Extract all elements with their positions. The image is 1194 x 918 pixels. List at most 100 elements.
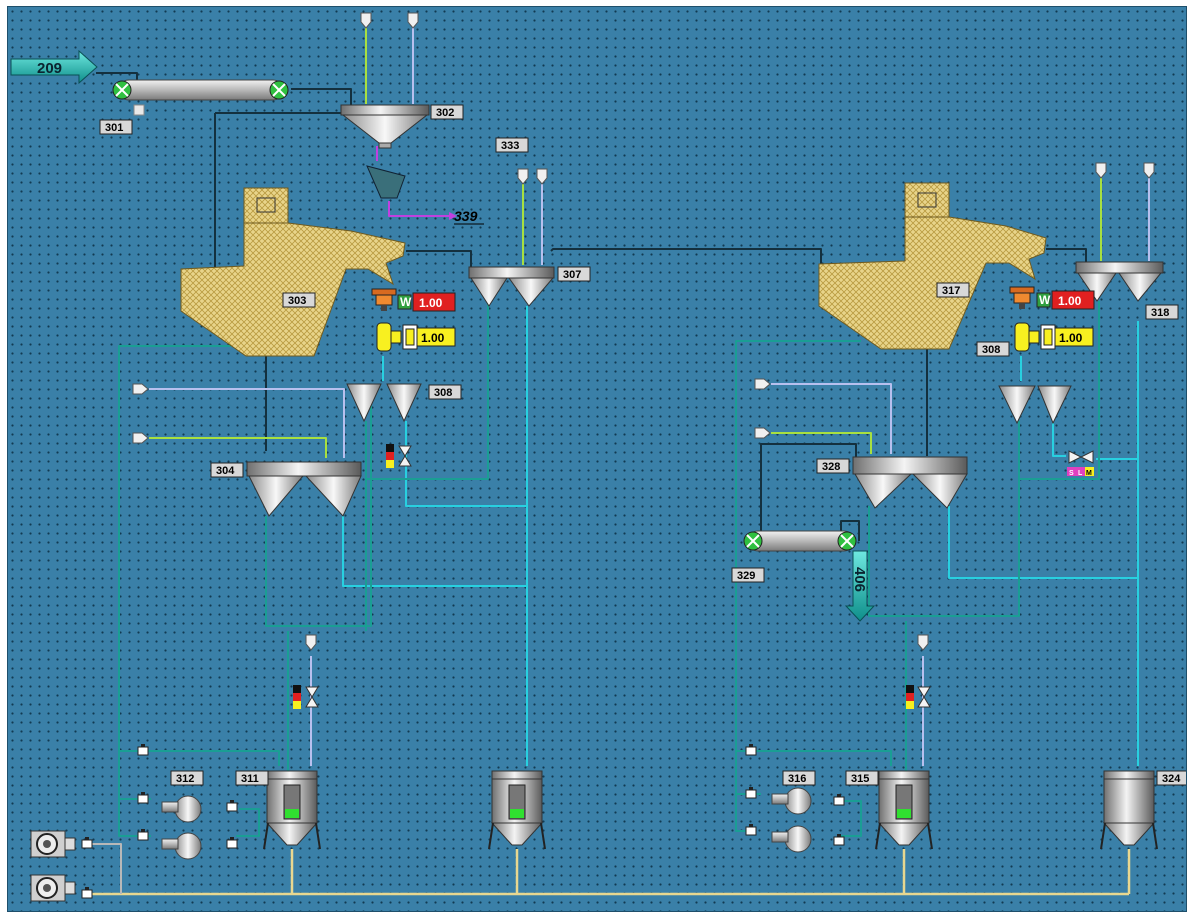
- control-valve-right-lower[interactable]: [906, 685, 931, 709]
- flotation-304[interactable]: [246, 461, 362, 517]
- weigher-controller-right[interactable]: W 1.00: [1009, 286, 1095, 310]
- svg-text:324: 324: [1162, 773, 1181, 785]
- separator-icon[interactable]: [366, 165, 406, 199]
- tag-324[interactable]: 324: [1156, 770, 1187, 786]
- control-valve-right[interactable]: S L M: [1067, 450, 1094, 477]
- tag-317[interactable]: 317: [936, 282, 970, 298]
- svg-text:301: 301: [105, 122, 123, 134]
- tag-333[interactable]: 333: [495, 137, 529, 153]
- tank-324[interactable]: [1100, 770, 1158, 850]
- blower-upper[interactable]: [30, 830, 76, 858]
- tank-level-icon: [508, 784, 526, 820]
- control-valve-left[interactable]: [386, 444, 412, 468]
- tank-level-icon: [283, 784, 301, 820]
- flowmeter-controller-right[interactable]: 1.00: [1014, 322, 1094, 352]
- cyclone-307[interactable]: [468, 266, 555, 307]
- weigher-value-left[interactable]: 1.00: [419, 296, 443, 310]
- tag-303[interactable]: 303: [282, 292, 316, 308]
- conveyor-status-icon[interactable]: [133, 104, 145, 116]
- control-valve-left-lower[interactable]: [293, 685, 319, 709]
- tag-311[interactable]: 311: [235, 770, 269, 786]
- tank-center[interactable]: [488, 770, 546, 850]
- svg-text:316: 316: [788, 773, 806, 785]
- cyclone-pair-308-right[interactable]: [998, 385, 1072, 425]
- svg-text:318: 318: [1151, 307, 1169, 319]
- flow-value-left[interactable]: 1.00: [421, 331, 445, 345]
- pump-icon: [771, 787, 812, 815]
- pump-316-a[interactable]: [771, 787, 812, 815]
- blower-lower[interactable]: [30, 874, 76, 902]
- flow-value-right[interactable]: 1.00: [1059, 331, 1083, 345]
- tag-304[interactable]: 304: [210, 462, 244, 478]
- tag-315[interactable]: 315: [845, 770, 879, 786]
- hopper-302[interactable]: [340, 104, 430, 149]
- svg-text:308: 308: [434, 387, 452, 399]
- pipe-network: [91, 27, 1150, 896]
- feed-arrow-209[interactable]: 209: [10, 49, 98, 85]
- small-valve-icons: [81, 743, 845, 899]
- svg-text:308: 308: [982, 344, 1000, 356]
- svg-text:302: 302: [436, 107, 454, 119]
- blower-icon: [30, 874, 76, 902]
- flowmeter-icon: [376, 322, 418, 352]
- pump-icon: [161, 832, 202, 860]
- valve-mode-badges: [386, 444, 394, 468]
- tag-318[interactable]: 318: [1145, 304, 1179, 320]
- tank-315[interactable]: [875, 770, 933, 850]
- valve-mode-badges-right: S L M: [1067, 467, 1094, 477]
- tank-311[interactable]: [263, 770, 321, 850]
- stream-label-339[interactable]: 339: [454, 208, 478, 224]
- svg-text:315: 315: [851, 773, 869, 785]
- pump-312-b[interactable]: [161, 832, 202, 860]
- valve-mode-badges-lower: [293, 685, 301, 709]
- tag-308-right[interactable]: 308: [976, 341, 1010, 357]
- flotation-328[interactable]: [852, 456, 968, 509]
- valve-icon: [305, 686, 319, 708]
- output-arrow-406[interactable]: 406: [844, 550, 876, 622]
- tag-329[interactable]: 329: [731, 567, 765, 583]
- conveyor-roller-icon: [112, 80, 289, 100]
- tag-301[interactable]: 301: [99, 119, 133, 135]
- weigher-mode-left: W: [400, 295, 412, 309]
- tag-312[interactable]: 312: [170, 770, 204, 786]
- stream-339-link[interactable]: 339: [449, 208, 484, 225]
- output-label-406: 406: [851, 567, 868, 592]
- svg-text:317: 317: [942, 285, 960, 297]
- svg-text:312: 312: [176, 773, 194, 785]
- cyclone-318[interactable]: [1075, 261, 1164, 302]
- weigher-value-right[interactable]: 1.00: [1058, 294, 1082, 308]
- valve-mode-badges-right-lower: [906, 685, 914, 709]
- cyclone-pair-308-left[interactable]: [346, 383, 422, 423]
- weigher-controller-left[interactable]: W 1.00: [371, 288, 456, 312]
- valve-icon: [1068, 450, 1094, 464]
- process-flow-diagram: 209 339 406 301: [10, 12, 1187, 902]
- pump-316-b[interactable]: [771, 825, 812, 853]
- flowmeter-icon: [1014, 322, 1056, 352]
- svg-text:304: 304: [216, 465, 235, 477]
- tag-316[interactable]: 316: [782, 770, 816, 786]
- blower-icon: [30, 830, 76, 858]
- feed-label-209: 209: [37, 60, 62, 77]
- tag-307[interactable]: 307: [557, 266, 591, 282]
- scada-canvas: 209 339 406 301: [7, 6, 1187, 912]
- svg-text:S: S: [1069, 470, 1074, 477]
- tag-328[interactable]: 328: [816, 458, 850, 474]
- weigher-mode-right: W: [1039, 293, 1051, 307]
- svg-text:L: L: [1078, 470, 1083, 477]
- weigher-icon: [371, 288, 397, 311]
- mill-317[interactable]: [818, 182, 1047, 350]
- weigher-icon: [1009, 286, 1035, 309]
- svg-text:311: 311: [241, 773, 259, 785]
- valve-icon: [398, 445, 412, 467]
- svg-text:M: M: [1086, 470, 1092, 477]
- tag-308-left[interactable]: 308: [428, 384, 462, 400]
- flowmeter-controller-left[interactable]: 1.00: [376, 322, 456, 352]
- pump-312-a[interactable]: [161, 795, 202, 823]
- conveyor-301[interactable]: [112, 79, 289, 116]
- mill-303[interactable]: [180, 187, 406, 357]
- conveyor-right[interactable]: [743, 530, 857, 552]
- tag-302[interactable]: 302: [430, 104, 464, 120]
- pump-icon: [771, 825, 812, 853]
- svg-text:303: 303: [288, 295, 306, 307]
- valve-icon: [917, 686, 931, 708]
